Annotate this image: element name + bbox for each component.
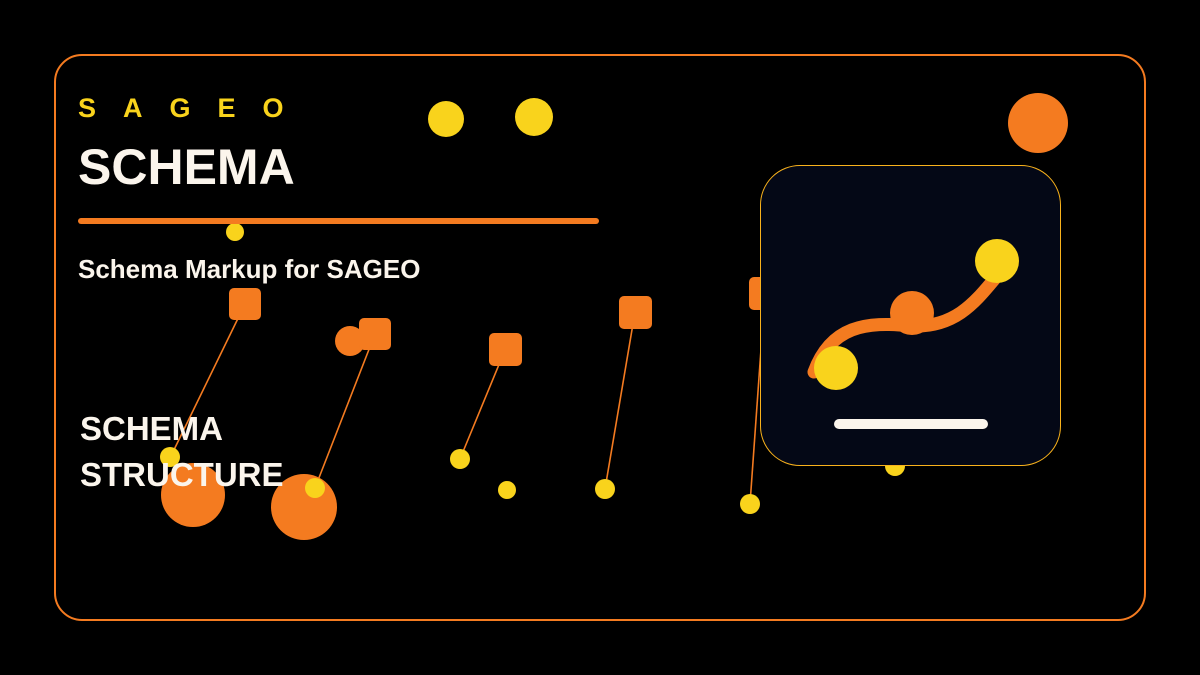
yellow-dot xyxy=(740,494,760,514)
yellow-dot xyxy=(515,98,553,136)
connector-line xyxy=(314,333,376,489)
orange-circle xyxy=(335,326,365,356)
trend-card xyxy=(760,165,1061,466)
trend-end-dot xyxy=(975,239,1019,283)
content-frame xyxy=(54,54,1146,621)
yellow-dot xyxy=(498,481,516,499)
brand-name: SAGEO xyxy=(78,93,311,123)
page-title: SCHEMA xyxy=(78,139,295,195)
card-bar xyxy=(834,419,988,429)
yellow-dot xyxy=(595,479,615,499)
page-subtitle: Schema Markup for SAGEO xyxy=(78,254,421,284)
orange-square-node xyxy=(229,288,261,320)
yellow-dot xyxy=(450,449,470,469)
section-label-line-1: SCHEMA xyxy=(80,410,224,447)
trend-start-dot xyxy=(814,346,858,390)
yellow-dot xyxy=(226,223,244,241)
yellow-dot xyxy=(160,447,180,467)
connector-line xyxy=(169,303,246,459)
yellow-dot xyxy=(305,478,325,498)
connector-line xyxy=(459,349,506,460)
orange-circle xyxy=(1008,93,1068,153)
title-divider xyxy=(78,218,599,224)
orange-square-node xyxy=(359,318,391,350)
trend-curve-icon xyxy=(807,239,1019,390)
section-label: SCHEMA STRUCTURE xyxy=(80,406,284,498)
section-label-line-2: STRUCTURE xyxy=(80,456,284,493)
trend-orange-node xyxy=(890,291,934,335)
yellow-dot xyxy=(428,101,464,137)
orange-circle xyxy=(161,463,225,527)
orange-square-node xyxy=(619,296,652,329)
connector-line xyxy=(604,311,636,490)
orange-square-node xyxy=(489,333,522,366)
